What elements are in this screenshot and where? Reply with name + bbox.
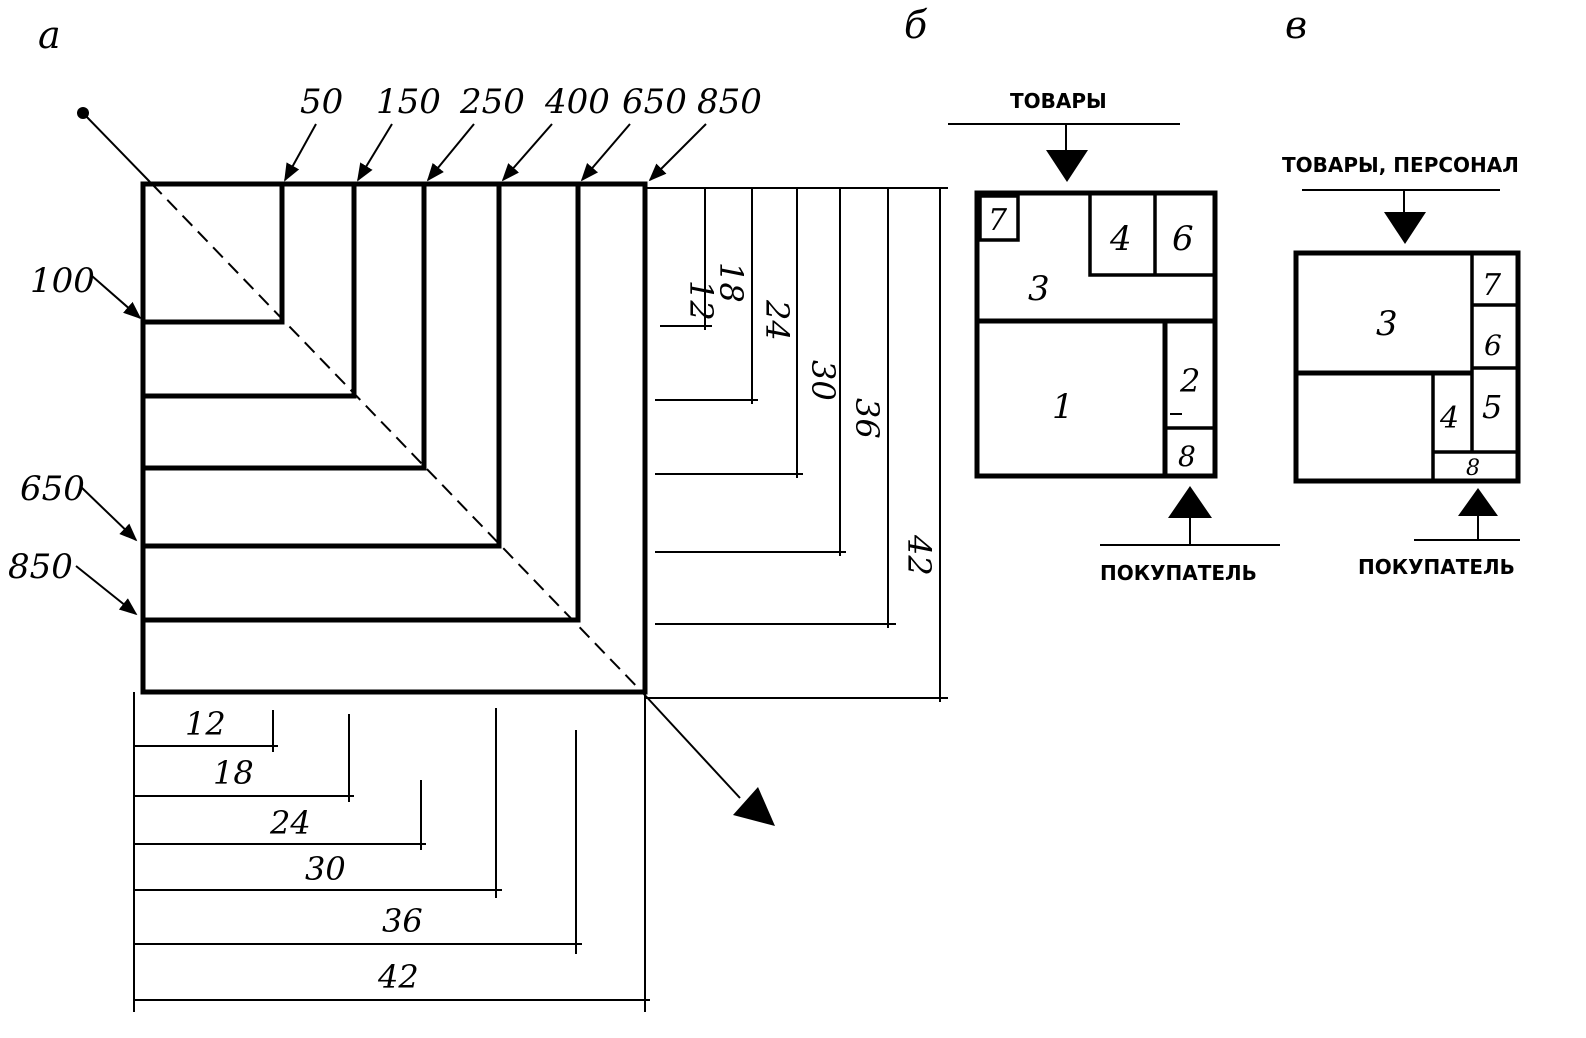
room-label-7: 7 [988, 203, 1008, 238]
top-size-label: 400 [544, 82, 610, 122]
left-size-label: 650 [20, 469, 85, 509]
bottom-dim-label: 36 [382, 902, 423, 940]
room-label-3: 3 [1376, 304, 1398, 344]
sales-floor-outline [140, 181, 648, 695]
pointer-arrow [501, 123, 553, 182]
bottom-dim-label: 42 [377, 958, 419, 996]
right-dim-label: 18 [712, 262, 750, 303]
buyer-arrow-icon [1458, 488, 1498, 516]
left-size-label: 100 [30, 261, 95, 301]
room-label-8: 8 [1466, 456, 1480, 481]
right-dim-label: 12 [682, 280, 720, 321]
room-label-2: 2 [1179, 362, 1200, 400]
goods-staff-label: ТОВАРЫ, ПЕРСОНАЛ [1282, 153, 1519, 177]
panel-a-letter: а [38, 13, 61, 57]
flow-dashed-diagonal [151, 183, 643, 693]
pointer-arrow [91, 275, 142, 320]
bottom-dim-label: 18 [213, 754, 254, 792]
top-size-label: 150 [376, 82, 441, 122]
buyer-label: ПОКУПАТЕЛЬ [1358, 555, 1515, 579]
top-size-label: 250 [459, 82, 525, 122]
room-label-3: 3 [1028, 269, 1050, 309]
pointer-arrow [357, 123, 393, 182]
bottom-dimensions: 12 18 24 30 36 42 [133, 692, 650, 1012]
bottom-dim-label: 12 [185, 705, 226, 743]
right-dim-label: 24 [758, 299, 796, 341]
top-size-labels: 50 150 250 400 650 850 [284, 82, 762, 182]
buyer-arrow-icon [1168, 486, 1212, 518]
right-dimensions: 12 18 24 30 36 42 [645, 187, 948, 702]
pointer-arrow [75, 565, 138, 616]
room-label-6: 6 [1484, 329, 1502, 362]
bottom-dim-label: 24 [269, 804, 311, 842]
pointer-arrow [426, 123, 475, 182]
panel-b: б ТОВАРЫ 7 3 4 6 1 2 8 ПОКУПАТЕЛЬ [904, 3, 1280, 585]
buyer-label: ПОКУПАТЕЛЬ [1100, 561, 1257, 585]
rooms-4-6-block [1088, 193, 1215, 277]
right-dim-label: 36 [848, 398, 886, 439]
pointer-arrow [284, 123, 317, 182]
zone-650 [143, 184, 581, 623]
room-label-8: 8 [1178, 440, 1196, 473]
flow-exit-arrow-icon [733, 787, 775, 826]
right-dim-label: 30 [804, 360, 842, 401]
flow-exit-line [641, 691, 741, 799]
top-size-label: 50 [300, 82, 343, 122]
panel-v-letter: в [1285, 3, 1307, 47]
panel-v: в ТОВАРЫ, ПЕРСОНАЛ 3 7 6 4 5 8 ПОКУПАТЕЛ… [1282, 3, 1521, 579]
room-label-6: 6 [1172, 219, 1194, 259]
flow-entry-line [82, 112, 151, 183]
goods-label: ТОВАРЫ [1010, 89, 1107, 113]
room-label-7: 7 [1482, 268, 1502, 303]
zone-50 [143, 184, 285, 325]
left-size-label: 850 [8, 547, 73, 587]
room-label-5: 5 [1482, 388, 1502, 426]
left-size-labels: 100 650 850 [8, 261, 142, 616]
panel-b-letter: б [904, 3, 928, 47]
zone-150 [143, 184, 357, 399]
pointer-arrow [580, 123, 631, 182]
zone-400 [143, 184, 502, 549]
zone-250 [143, 184, 427, 471]
store-b-outline [974, 190, 1218, 479]
room-7 [978, 194, 1020, 242]
top-size-label: 650 [622, 82, 687, 122]
bottom-dim-label: 30 [305, 850, 346, 888]
right-dim-label: 42 [900, 534, 938, 576]
pointer-arrow [79, 485, 138, 542]
goods-arrow-icon [1046, 150, 1088, 182]
room-label-1: 1 [1052, 387, 1074, 427]
goods-arrow-icon [1384, 212, 1426, 244]
panel-a: а 50 150 250 400 650 850 [8, 13, 948, 1012]
room-label-4: 4 [1109, 219, 1132, 259]
pointer-arrow [648, 123, 707, 182]
top-size-label: 850 [697, 82, 762, 122]
room-label-4: 4 [1439, 401, 1459, 436]
